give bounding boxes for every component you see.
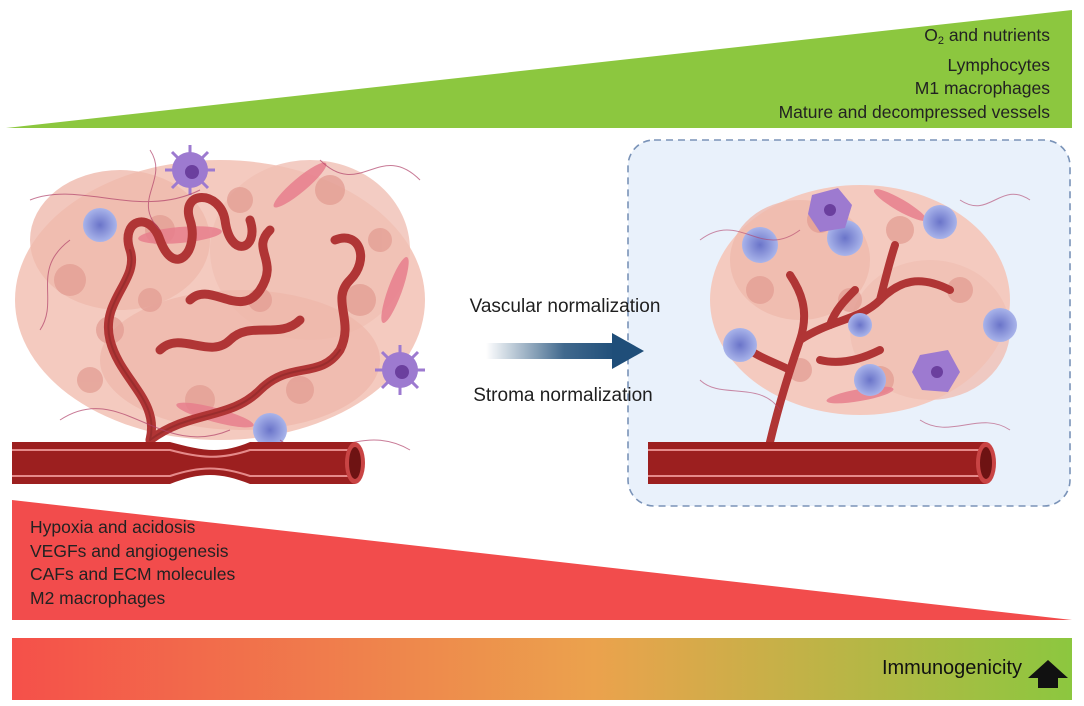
bottom-label-cafs: CAFs and ECM molecules: [30, 564, 236, 584]
vascular-normalization-label: Vascular normalization: [469, 296, 661, 317]
top-gradient-labels: O2 and nutrients Lymphocytes M1 macropha…: [779, 24, 1050, 124]
normalized-tumor-vasculature-icon: [699, 185, 1031, 446]
top-label-oxygen: O2 and nutrients: [924, 25, 1050, 47]
normal-vessel-icon: [648, 442, 996, 484]
compressed-vessel-icon: [12, 442, 365, 484]
top-label-m1-macrophages: M1 macrophages: [914, 78, 1050, 98]
top-gradient-wedge: [6, 10, 1072, 128]
immunogenicity-label: Immunogenicity: [881, 657, 1022, 679]
top-label-mature-vessels: Mature and decompressed vessels: [778, 101, 1050, 122]
stroma-normalization-label: Stroma normalization: [473, 385, 653, 406]
immunogenicity-bar: [12, 638, 1072, 700]
bottom-gradient-wedge: [12, 500, 1072, 620]
top-label-lymphocytes: Lymphocytes: [947, 54, 1050, 75]
abnormal-tumor-vasculature-icon: [15, 145, 425, 451]
arrow-up-icon: [1028, 660, 1068, 688]
bottom-label-vegfs: VEGFs and angiogenesis: [30, 540, 229, 561]
bottom-label-m2-macrophages: M2 macrophages: [30, 587, 166, 608]
bottom-label-hypoxia: Hypoxia and acidosis: [30, 517, 196, 537]
bottom-gradient-labels: Hypoxia and acidosis VEGFs and angiogene…: [30, 516, 235, 610]
process-arrow: [486, 333, 644, 369]
